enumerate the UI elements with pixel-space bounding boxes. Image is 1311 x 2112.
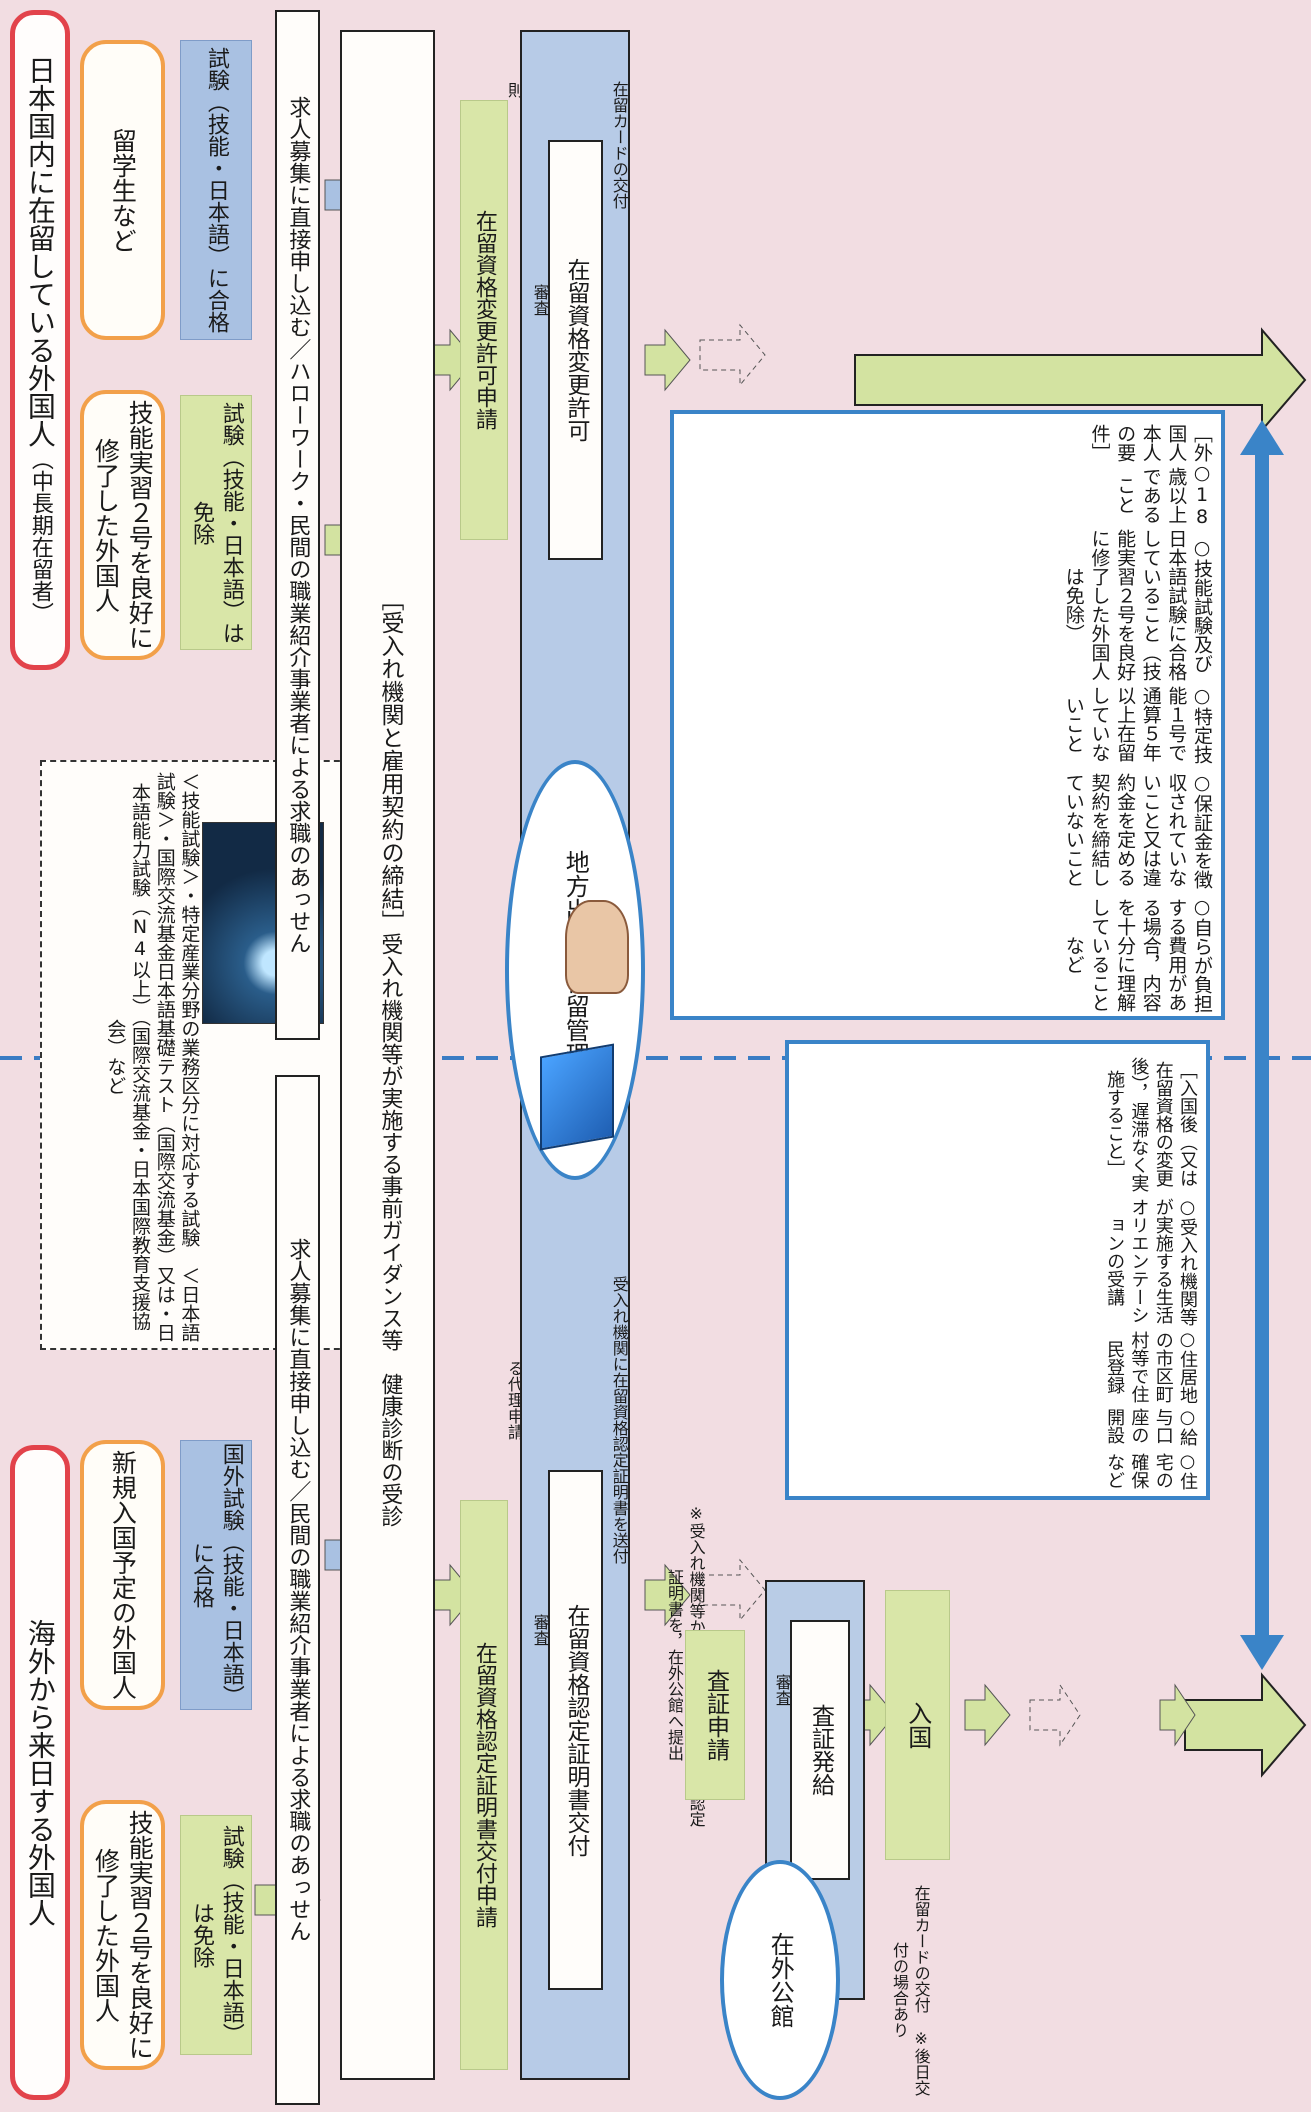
arrow-apply-left	[644, 1563, 691, 1627]
requirement-item: ○保証金を徴収されていないこと又は違約金を定める契約を締結していないこと	[1062, 771, 1213, 889]
overseas-header-title: 海外から来日する外国人	[10, 1445, 70, 2100]
double-arrow-head-bottom	[1240, 1635, 1284, 1670]
overseas-group-new: 新規入国予定の外国人	[80, 1440, 165, 1710]
overseas-exam-pass: 国外試験（技能・日本語）に合格	[180, 1440, 252, 1710]
cert-send-note: 受入れ機関に在留資格認定証明書を送付	[609, 1276, 629, 1564]
contract-body: 受入れ機関等が実施する事前ガイダンス等 健康診断の受診	[377, 932, 403, 1527]
overseas-exam-exempt: 試験（技能・日本語）は免除	[180, 1815, 252, 2055]
requirement-item: ○技能試験及び日本語試験に合格していること（技能実習２号を良好に修了した外国人は…	[1062, 529, 1213, 682]
double-arrow-head-top	[1240, 420, 1284, 455]
apply-cert-button: 在留資格認定証明書交付申請	[460, 1500, 508, 2070]
change-review-label: 審査	[530, 284, 550, 316]
apply-change-button: 在留資格変更許可申請	[460, 100, 508, 540]
arrow-visa-apply	[964, 1683, 1011, 1747]
building-icon	[540, 1043, 614, 1151]
entry-box: 入国	[885, 1590, 950, 1860]
entry-card-note: 在留カードの交付 ※後日交付の場合あり	[890, 1884, 931, 2096]
after-entry-item: ○給与口座の開設	[1104, 1406, 1198, 1446]
dashed-review-consulate	[1029, 1683, 1081, 1747]
arrow-apply-right	[644, 328, 691, 392]
overseas-group-former-trainee: 技能実習２号を良好に修了した外国人	[80, 1800, 165, 2070]
recruit-right-bar: 求人募集に直接申し込む／ハローワーク・民間の職業紹介事業者による求職のあっせん	[275, 10, 320, 1040]
domestic-exam-exempt: 試験（技能・日本語）は免除	[180, 395, 252, 650]
recruit-left-bar: 求人募集に直接申し込む／民間の職業紹介事業者による求職のあっせん	[275, 1075, 320, 2105]
contract-heading: ［受入れ機関と雇用契約の締結］	[377, 587, 404, 933]
requirements-title: ［外国人本人の要件］	[1088, 424, 1213, 462]
flow-arrow-entry	[1184, 1672, 1307, 1778]
consulate-oval: 在外公館	[720, 1860, 840, 2100]
after-entry-item: ○住宅の確保 など	[1104, 1451, 1198, 1507]
after-entry-item: ○受入れ機関等が実施する生活オリエンテーションの受講	[1104, 1196, 1198, 1326]
after-entry-title: ［入国後（又は在留資格の変更後），遅滞なく実施すること］	[1104, 1056, 1198, 1192]
requirements-callout: ［外国人本人の要件］ ○18歳以上であること ○技能試験及び日本語試験に合格して…	[670, 410, 1225, 1031]
domestic-subtitle: （中長期在留者）	[27, 448, 53, 624]
exam-info-text: ＜技能試験＞・特定産業分野の業務区分に対応する試験 ＜日本語試験＞・国際交流基金…	[104, 772, 201, 1342]
domestic-header-title: 日本国内に在留している外国人 （中長期在留者）	[10, 10, 70, 670]
requirement-item: ○自らが負担する費用がある場合，内容を十分に理解していること など	[1062, 896, 1213, 1031]
cert-review-label: 審査	[530, 1614, 550, 1646]
after-entry-item: ○住居地の市区町村等で住民登録	[1104, 1329, 1198, 1405]
domestic-group-students: 留学生など	[80, 40, 165, 340]
visa-issue-box: 査証発給	[790, 1620, 850, 1880]
change-permit-box: 在留資格変更許可	[548, 140, 603, 560]
after-entry-box: ［入国後（又は在留資格の変更後），遅滞なく実施すること］ ○受入れ機関等が実施す…	[785, 1040, 1210, 1507]
domestic-exam-pass: 試験（技能・日本語）に合格	[180, 40, 252, 340]
requirement-item: ○18歳以上であること	[1114, 462, 1213, 528]
card-issue-note: 在留カードの交付	[609, 81, 629, 209]
domestic-title: 日本国内に在留している外国人	[23, 56, 57, 448]
dashed-review-left	[699, 1558, 766, 1622]
visa-apply-box: 査証申請	[685, 1630, 745, 1800]
arrow-visa-issue	[1159, 1683, 1196, 1747]
contract-box: ［受入れ機関と雇用契約の締結］ 受入れ機関等が実施する事前ガイダンス等 健康診断…	[340, 30, 435, 2080]
flow-arrow-change	[854, 327, 1307, 433]
person-icon	[565, 900, 629, 994]
domestic-group-former-trainee: 技能実習２号を良好に修了した外国人	[80, 390, 165, 660]
visa-review-label: 審査	[772, 1674, 792, 1706]
dashed-review-right	[699, 323, 766, 387]
cert-issue-box: 在留資格認定証明書交付	[548, 1470, 603, 1990]
requirement-item: ○特定技能１号で通算５年以上在留していないこと	[1062, 684, 1213, 764]
